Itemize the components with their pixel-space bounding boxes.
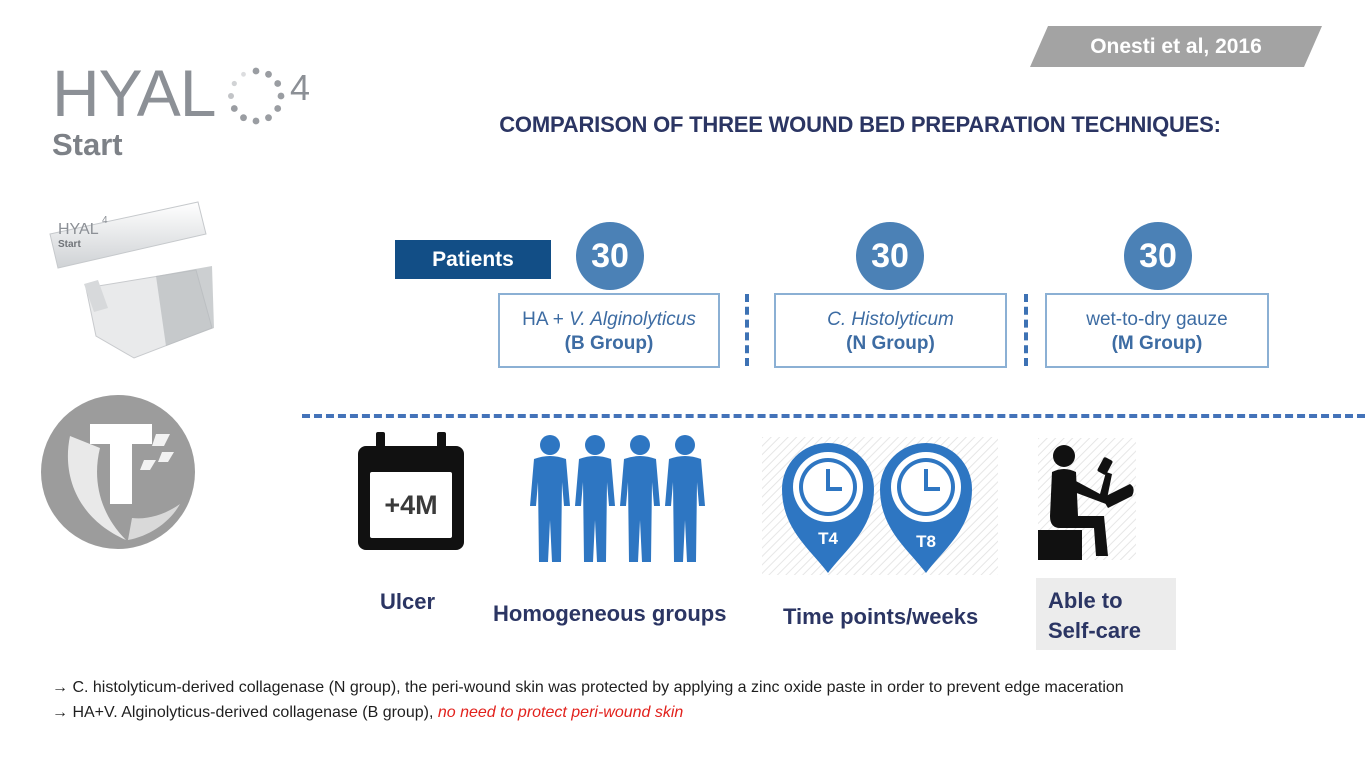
group-m-treatment: wet-to-dry gauze [1086, 309, 1228, 330]
product-tube-image: HYAL 4 Start [36, 196, 216, 366]
logo-brand: HYAL [52, 56, 217, 130]
group-separator [1024, 294, 1028, 366]
ulcer-caption: Ulcer [380, 589, 436, 614]
self-care-caption-box [1036, 578, 1176, 650]
group-b-box: HA + V. Alginolyticus (B Group) [498, 293, 720, 368]
group-m-count: 30 [1124, 222, 1192, 290]
homogeneous-groups-caption: Homogeneous groups [493, 601, 727, 626]
product-tube-brand: HYAL [58, 221, 99, 238]
page-title: COMPARISON OF THREE WOUND BED PREPARATIO… [499, 112, 1221, 137]
group-n-treatment: C. Histolyticum [827, 309, 954, 330]
patients-label: Patients [395, 240, 551, 279]
t-emblem-icon [41, 395, 195, 549]
clock-pin-icon [880, 443, 972, 573]
time-marker-t8: T8 [916, 532, 936, 551]
arrow-icon: → [52, 679, 68, 696]
section-divider [302, 414, 1365, 418]
clock-pin-icon [782, 443, 874, 573]
product-tube-subtitle: Start [58, 239, 81, 250]
arrow-icon: → [52, 704, 68, 721]
people-icon [530, 435, 705, 562]
logo-superscript: 4 [290, 67, 311, 108]
group-n-count: 30 [856, 222, 924, 290]
logo-subtitle: Start [52, 127, 123, 162]
product-tube-superscript: 4 [102, 215, 108, 226]
ulcer-duration-badge: +4M [384, 490, 438, 520]
group-n-label: (N Group) [846, 333, 935, 354]
note-n-group: → C. histolyticum-derived collagenase (N… [52, 679, 1124, 696]
time-points-caption: Time points/weeks [783, 604, 979, 629]
note-b-group: → HA+V. Alginolyticus-derived collagenas… [52, 704, 684, 721]
group-b-label: (B Group) [564, 333, 654, 354]
group-n-box: C. Histolyticum (N Group) [774, 293, 1007, 368]
self-care-caption: Able to Self-care [1048, 588, 1141, 643]
time-points-panel: T4 T8 [762, 437, 998, 575]
group-b-count: 30 [576, 222, 644, 290]
group-m-label: (M Group) [1111, 333, 1203, 354]
citation-text: Onesti et al, 2016 [1090, 35, 1262, 58]
time-marker-t4: T4 [818, 529, 838, 548]
calendar-icon [358, 432, 464, 550]
self-care-icon [1038, 438, 1136, 560]
note-highlight: no need to protect peri-wound skin [437, 704, 684, 721]
logo-dots-icon [228, 67, 285, 125]
group-m-box: wet-to-dry gauze (M Group) [1045, 293, 1269, 368]
citation-banner [1030, 26, 1322, 67]
group-separator [745, 294, 749, 366]
group-b-treatment: HA + V. Alginolyticus [522, 309, 696, 330]
